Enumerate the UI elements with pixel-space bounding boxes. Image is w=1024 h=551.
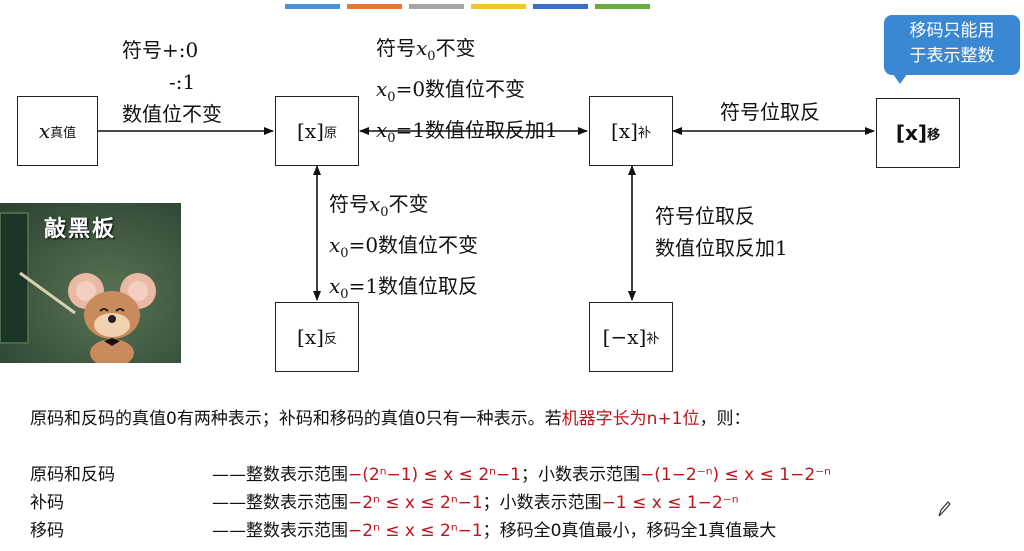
label-sm-oc: 符号x0不变 x0=0数值位不变 x0=1数值位取反: [329, 192, 479, 302]
top-color-bar-3: [409, 4, 464, 9]
range-row-tc: 补码——整数表示范围−2ⁿ ≤ x ≤ 2ⁿ−1；小数表示范围−1 ≤ x ≤ …: [30, 493, 739, 513]
range-row-sm-oc: 原码和反码——整数表示范围−(2ⁿ−1) ≤ x ≤ 2ⁿ−1；小数表示范围−(…: [30, 465, 831, 485]
label-sm-tc: 符号x0不变 x0=0数值位不变 x0=1数值位取反加1: [376, 36, 558, 146]
label-tc-negtc: 符号位取反 数值位取反加1: [655, 204, 788, 260]
label-true-to-sm: 符号+:0 -:1 数值位不变: [122, 38, 222, 126]
photo-illustration: [0, 203, 181, 363]
box-neg-twos-complement: [−x]补: [589, 302, 673, 372]
range-row-biased: 移码——整数表示范围−2ⁿ ≤ x ≤ 2ⁿ−1；移码全0真值最小，移码全1真值…: [30, 521, 777, 541]
photo-caption: 敲黑板: [44, 217, 117, 242]
callout-tail: [890, 70, 910, 84]
box-ones-complement: [x]反: [275, 302, 359, 372]
summary-sentence: 原码和反码的真值0有两种表示；补码和移码的真值0只有一种表示。若机器字长为n+1…: [30, 409, 751, 429]
top-color-bar-6: [595, 4, 650, 9]
pen-cursor-icon: [938, 501, 951, 517]
box-sign-magnitude: [x]原: [275, 96, 359, 166]
callout-bubble: 移码只能用 于表示整数: [884, 15, 1020, 75]
top-color-bar-4: [471, 4, 526, 9]
top-color-bar-1: [285, 4, 340, 9]
label-tc-biased: 符号位取反: [720, 100, 820, 124]
box-biased: [x]移: [876, 98, 960, 168]
photo-jerry-blackboard: 敲黑板: [0, 203, 181, 363]
top-color-bar-5: [533, 4, 588, 9]
top-color-bar-2: [347, 4, 402, 9]
box-twos-complement: [x]补: [589, 96, 673, 166]
